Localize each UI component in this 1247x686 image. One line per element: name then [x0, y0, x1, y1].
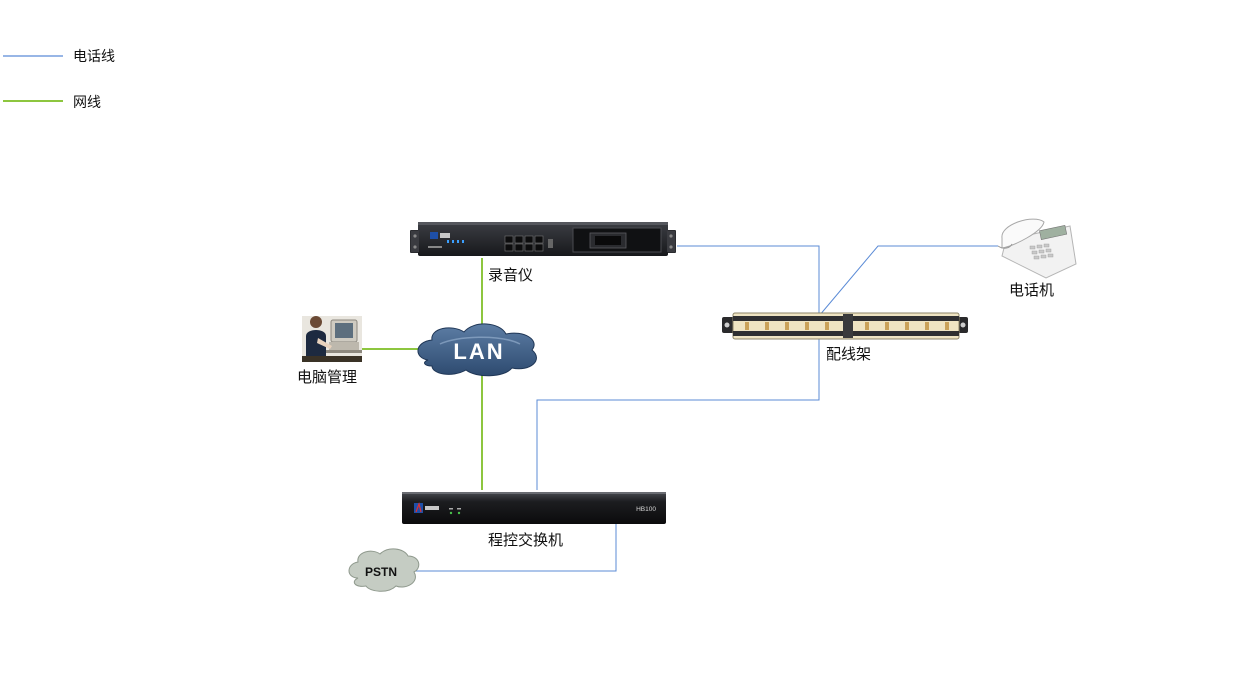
lan-cloud: LAN — [417, 323, 537, 377]
recorder-label: 录音仪 — [488, 266, 534, 284]
pbx-model-label: HB100 — [636, 506, 656, 513]
patch-panel-device — [722, 312, 968, 340]
computer-user-icon — [302, 316, 362, 362]
legend-network-line-label: 网线 — [73, 95, 101, 111]
pstn-label: PSTN — [365, 565, 397, 579]
telephone-label: 电话机 — [1009, 281, 1055, 299]
pbx-device: HB100 — [402, 492, 666, 524]
pbx-label: 程控交换机 — [488, 531, 564, 549]
pstn-cloud: PSTN — [348, 548, 420, 592]
recorder-device — [410, 222, 676, 256]
computer-label: 电脑管理 — [297, 368, 358, 386]
lan-label: LAN — [453, 339, 504, 364]
phone-lines — [413, 245, 998, 572]
network-lines — [362, 258, 483, 490]
legend-phone-line-label: 电话线 — [73, 49, 115, 65]
patch-panel-label: 配线架 — [826, 345, 872, 363]
telephone-icon — [997, 218, 1077, 279]
